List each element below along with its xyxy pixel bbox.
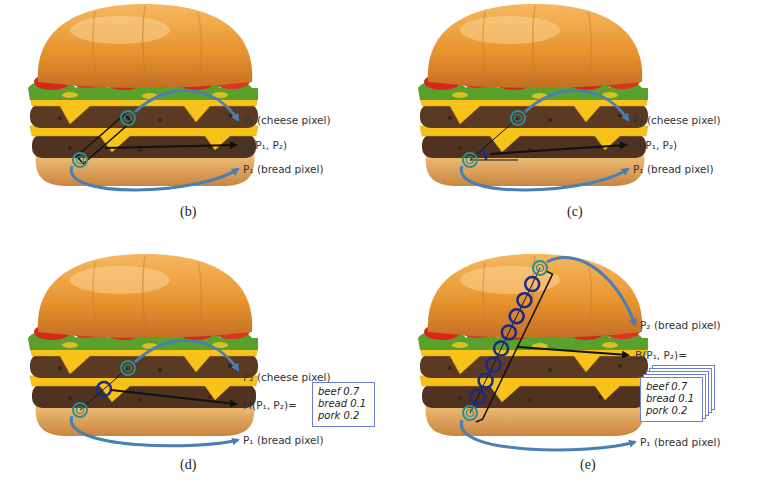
panel-d <box>28 254 258 446</box>
probability-entry: bread 0.1 <box>318 398 369 410</box>
measure-label: M(P₁, P₂)= <box>243 398 297 412</box>
pixel-label: P₁ (bread pixel) <box>633 162 714 176</box>
midpoint-marker <box>97 382 111 396</box>
burger <box>28 4 258 186</box>
pixel-label: P₂ (cheese pixel) <box>243 113 331 127</box>
pointer-arrow <box>490 145 626 154</box>
pixel-label: P₂ (bread pixel) <box>640 318 721 332</box>
panel-caption: (e) <box>580 458 596 472</box>
curved-arrow <box>461 166 628 190</box>
panel-caption: (b) <box>180 205 196 219</box>
pointer-arrow <box>111 390 236 404</box>
pixel-marker <box>73 403 87 417</box>
probability-box: beef 0.7bread 0.1pork 0.2 <box>312 382 375 427</box>
pixel-marker <box>121 111 135 125</box>
burger <box>28 254 258 436</box>
pixel-line <box>470 268 540 413</box>
probability-entry: beef 0.7 <box>318 386 369 398</box>
midpoint-marker <box>471 390 485 404</box>
pixel-marker <box>463 153 477 167</box>
midpoint-marker <box>494 342 508 356</box>
measure-label: B(P₁, P₂)= <box>635 348 687 362</box>
midpoint-marker <box>486 358 500 372</box>
pixel-label: P₁ (bread pixel) <box>243 162 324 176</box>
measure-label: O(P₁, P₂) <box>633 138 677 152</box>
probability-entry: pork 0.2 <box>318 410 369 422</box>
pixel-marker <box>463 406 477 420</box>
panel-e <box>418 254 648 450</box>
pixel-line <box>80 368 128 410</box>
curved-arrow <box>135 91 238 120</box>
midpoint-marker <box>479 374 493 388</box>
pixel-marker <box>511 111 525 125</box>
angle-arc <box>482 149 486 160</box>
probability-entry: bread 0.1 <box>646 393 697 405</box>
panel-caption: (c) <box>567 205 583 219</box>
measure-label: D(P₁, P₂) <box>243 138 287 152</box>
panel-c <box>418 4 648 190</box>
midpoint-marker <box>525 277 539 291</box>
probability-stack: beef 0.7bread 0.1pork 0.2 <box>640 377 703 422</box>
pointer-arrow <box>105 145 236 148</box>
pointer-arrow <box>518 347 628 355</box>
midpoint-marker <box>502 325 516 339</box>
pixel-marker <box>533 261 547 275</box>
curved-arrow <box>547 258 635 325</box>
midpoint-marker <box>510 309 524 323</box>
pixel-marker <box>121 361 135 375</box>
curved-arrow <box>461 420 635 450</box>
curved-arrow <box>71 166 238 190</box>
midpoint-marker <box>517 293 531 307</box>
pixel-label: P₁ (bread pixel) <box>243 433 324 447</box>
burger <box>418 254 648 436</box>
pixel-label: P₁ (bread pixel) <box>640 435 721 449</box>
panel-b <box>28 4 258 190</box>
probability-entry: beef 0.7 <box>646 381 697 393</box>
range-bracket <box>476 271 553 422</box>
panel-caption: (d) <box>180 458 196 472</box>
curved-arrow <box>525 91 628 120</box>
pixel-label: P₂ (cheese pixel) <box>633 113 721 127</box>
curved-arrow <box>135 341 238 370</box>
curved-arrow <box>71 416 238 446</box>
probability-entry: pork 0.2 <box>646 405 697 417</box>
burger <box>418 4 648 186</box>
pixel-marker <box>73 153 87 167</box>
